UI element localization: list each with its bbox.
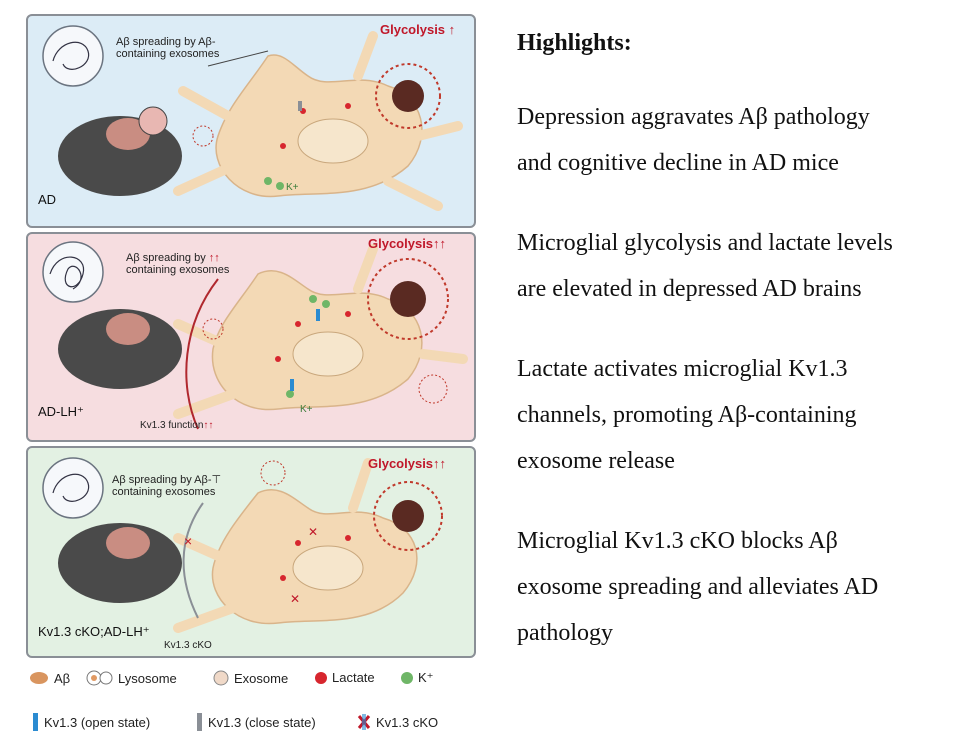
kv13-cko-icon: ✕ xyxy=(308,525,318,539)
glycolysis-label: Glycolysis↑↑ xyxy=(368,236,447,251)
nucleus-icon xyxy=(292,545,364,591)
mouse-body-icon xyxy=(58,116,182,196)
mouse-track-icon xyxy=(52,41,90,70)
kv13-cko-icon: ✕ xyxy=(290,592,300,606)
abeta-plaque-icon xyxy=(367,258,449,340)
spreading-arrow xyxy=(185,278,219,430)
k-label: K+ xyxy=(300,404,313,415)
microglia-process-icon xyxy=(173,31,463,211)
plaque-core-icon xyxy=(392,80,424,112)
legend-kv-cko: Kv1.3 cKO xyxy=(356,712,438,732)
kv13-cko-icon xyxy=(357,714,371,730)
panel-ad: AD Glycolysis ↑ Aβ spreading by Aβ-conta… xyxy=(26,14,476,228)
panel-ad-illustration xyxy=(42,25,463,211)
abeta-icon xyxy=(192,125,214,147)
plaque-core-icon xyxy=(392,500,424,532)
lactate-dot xyxy=(295,540,301,546)
panel-label: AD xyxy=(38,192,57,207)
k-dot xyxy=(264,177,272,185)
mouse-body-icon xyxy=(58,523,182,603)
highlight-item-2: Microglial glycolysis and lactate levels… xyxy=(517,230,893,302)
mouse-brain-icon xyxy=(106,313,150,345)
k-dot xyxy=(286,390,294,398)
mouse-body-icon xyxy=(58,309,182,389)
kv13-open-icon xyxy=(316,309,320,321)
kv13-close-icon xyxy=(197,713,202,731)
mouse-ear-icon xyxy=(138,106,168,136)
legend-exosome: Exosome xyxy=(212,670,288,686)
mouse-brain-icon xyxy=(106,118,150,150)
glycolysis-label: Glycolysis↑↑ xyxy=(368,456,447,471)
abeta-icon xyxy=(30,672,48,684)
spreading-arrow xyxy=(182,502,204,619)
kv13-cko-label: Kv1.3 cKO xyxy=(164,640,212,651)
lactate-icon xyxy=(315,671,327,684)
blocked-x-icon: × xyxy=(184,533,192,549)
spreading-annotation: Aβ spreading by ↑↑containing exosomes xyxy=(126,252,230,276)
mouse-brain-icon xyxy=(106,527,150,559)
maze-circle-icon xyxy=(42,241,104,303)
k-label: K+ xyxy=(286,182,299,193)
k-dot xyxy=(276,182,284,190)
abeta-icon xyxy=(418,374,448,404)
spreading-annotation: Aβ spreading by Aβ-containing exosomes xyxy=(116,36,220,60)
highlights-title: Highlights: xyxy=(517,30,632,56)
plaque-core-icon xyxy=(390,281,426,317)
k-dot xyxy=(322,300,330,308)
abeta-plaque-icon xyxy=(373,481,443,551)
maze-circle-icon xyxy=(42,457,104,519)
panel-adlh-illustration xyxy=(42,241,468,430)
annotation-line xyxy=(207,50,269,67)
mouse-track-icon xyxy=(49,256,85,290)
kv13-function-label: Kv1.3 function↑↑ xyxy=(140,420,214,431)
legend-abeta: Aβ xyxy=(28,670,70,686)
lactate-dot xyxy=(345,535,351,541)
panel-label: Kv1.3 cKO;AD-LH⁺ xyxy=(38,624,150,639)
lactate-dot xyxy=(275,356,281,362)
panel-label: AD-LH⁺ xyxy=(38,404,84,419)
microglia-process-icon xyxy=(173,244,468,419)
spreading-annotation: Aβ spreading by Aβ-⊤containing exosomes xyxy=(112,474,222,498)
abeta-plaque-icon xyxy=(375,63,441,129)
legend-lysosome: Lysosome xyxy=(84,670,177,686)
exosome-icon xyxy=(213,670,229,686)
panel-cko: × ✕ ✕ Kv1.3 cKO;AD-LH⁺ Glycolysis↑↑ Aβ s… xyxy=(26,446,476,658)
glycolysis-label: Glycolysis ↑ xyxy=(380,22,456,37)
nucleus-icon xyxy=(292,331,364,377)
lactate-dot xyxy=(345,103,351,109)
lactate-dot xyxy=(345,311,351,317)
maze-circle-icon xyxy=(42,25,104,87)
lysosome-icon xyxy=(86,670,113,686)
lactate-dot xyxy=(280,575,286,581)
lactate-dot xyxy=(280,143,286,149)
legend-lactate: Lactate xyxy=(314,670,375,685)
panel-adlh: AD-LH⁺ Glycolysis↑↑ Aβ spreading by ↑↑co… xyxy=(26,232,476,442)
mouse-track-icon xyxy=(52,473,90,502)
abeta-icon xyxy=(202,318,224,340)
nucleus-icon xyxy=(297,118,369,164)
kv13-open-icon xyxy=(290,379,294,391)
kv13-open-icon xyxy=(33,713,38,731)
k-icon xyxy=(401,672,413,684)
legend-k: K⁺ xyxy=(400,670,434,686)
legend-kv-close: Kv1.3 (close state) xyxy=(194,712,316,732)
abeta-icon xyxy=(260,460,286,486)
panel-cko-illustration: × ✕ ✕ xyxy=(42,457,443,633)
legend-kv-open: Kv1.3 (open state) xyxy=(30,712,150,732)
k-dot xyxy=(309,295,317,303)
lactate-dot xyxy=(295,321,301,327)
kv13-close-icon xyxy=(298,101,302,111)
